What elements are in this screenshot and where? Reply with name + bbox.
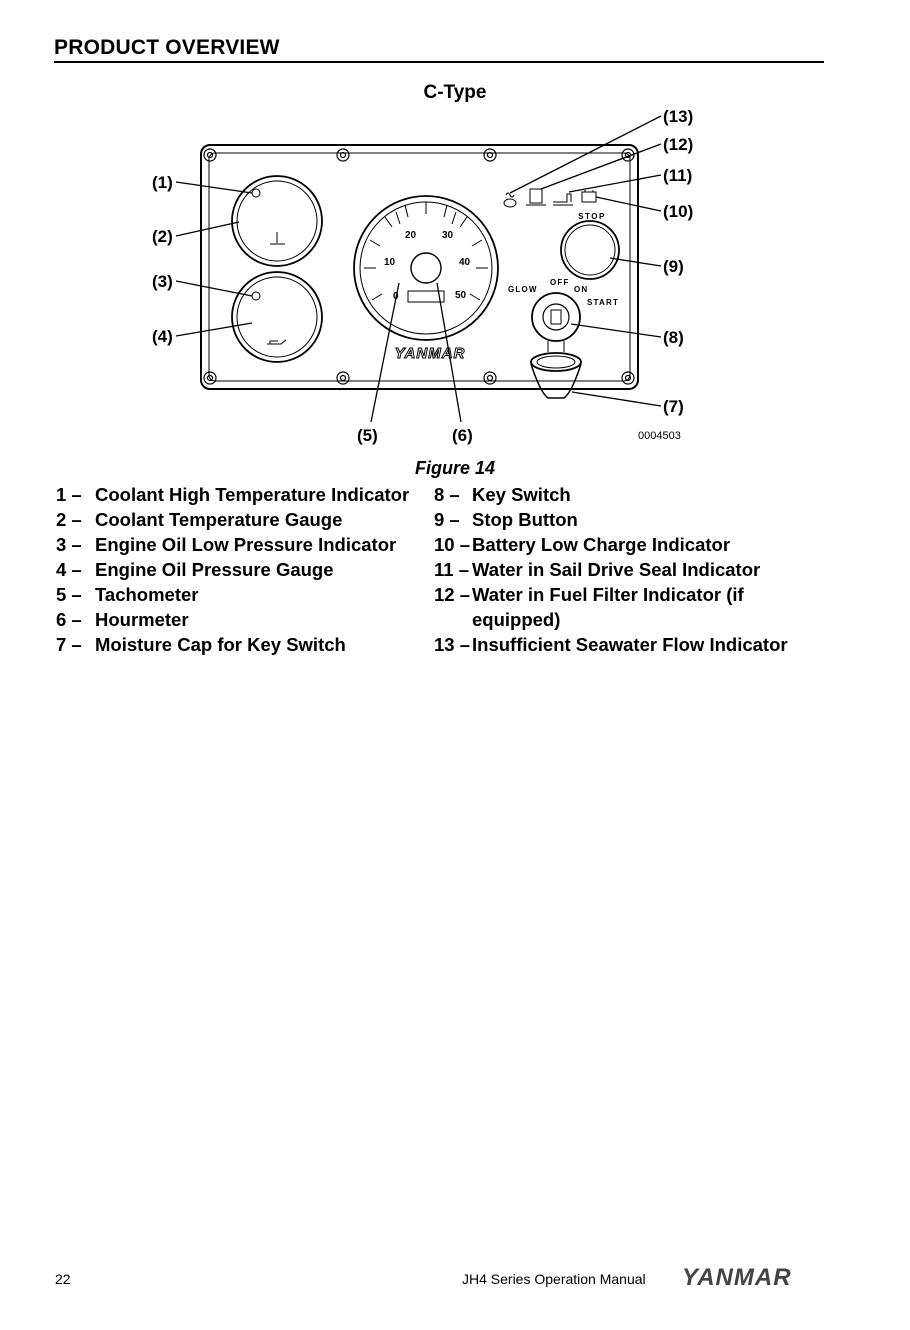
key-switch-labels: OFF ON GLOW START [508,278,619,307]
stop-button [560,220,620,280]
warning-indicator-lamps [503,188,597,208]
callout-labels: (1) (2) (3) (4) (5) (6) (7) (8) (9) (10)… [152,107,693,445]
legend-item: 5 – Tachometer [56,582,409,607]
legend-item: 7 – Moisture Cap for Key Switch [56,632,409,657]
tach-label-20: 20 [405,230,417,241]
battery-lamp-icon [581,190,597,203]
tach-label-50: 50 [455,290,467,301]
oil-can-icon [267,339,287,345]
callout-12: (12) [663,135,693,154]
tachometer [353,195,499,341]
hourmeter [407,290,445,303]
callout-7: (7) [663,397,684,416]
tach-label-10: 10 [384,257,396,268]
callout-13: (13) [663,107,693,126]
callout-3: (3) [152,272,173,291]
legend-item: 6 – Hourmeter [56,607,409,632]
callout-8: (8) [663,328,684,347]
page-number: 22 [55,1271,71,1287]
figure-caption: Figure 14 [414,458,496,478]
legend-number: 4 – [56,559,82,580]
seawater-flow-lamp-icon [503,192,517,208]
legend-text: Engine Oil Low Pressure Indicator [95,534,397,555]
yanmar-logo-text: YANMAR [682,1264,792,1290]
legend-item: 4 – Engine Oil Pressure Gauge [56,557,409,582]
sail-drive-seal-lamp-icon [553,193,573,206]
legend-item: 13 –Insufficient Seawater Flow Indicator [434,632,812,657]
legend-text: Stop Button [472,509,578,530]
moisture-cap [530,352,582,399]
panel-frame [200,144,639,390]
legend-number: 2 – [56,509,82,530]
callout-10: (10) [663,202,693,221]
legend-item: 10 –Battery Low Charge Indicator [434,532,812,557]
fuel-filter-lamp-icon [526,188,546,206]
callout-4: (4) [152,327,173,346]
coolant-temperature-gauge [231,175,323,267]
legend-right-column: 8 – Key Switch 9 – Stop Button 10 –Battery… [434,482,812,657]
legend-number: 8 – [434,484,460,505]
callout-11: (11) [663,166,692,185]
section-title: PRODUCT OVERVIEW [54,36,824,63]
legend-left-column: 1 – Coolant High Temperature Indicator 2 … [56,482,409,657]
tach-label-30: 30 [442,230,454,241]
figure-subtitle: C-Type [423,82,487,103]
legend-text: Moisture Cap for Key Switch [95,634,346,655]
key-on-label: ON [574,285,588,294]
legend-text: Hourmeter [95,609,189,630]
legend-number: 6 – [56,609,82,630]
legend-number: 5 – [56,584,82,605]
legend-number: 10 – [434,534,471,555]
legend-number: 9 – [434,509,460,530]
legend-number: 3 – [56,534,82,555]
legend-item: 11 –Water in Sail Drive Seal Indicator [434,557,812,582]
oil-pressure-gauge [231,271,323,363]
legend-text: Water in Sail Drive Seal Indicator [472,559,761,580]
legend-item: 1 – Coolant High Temperature Indicator [56,482,409,507]
legend-number: 12 – [434,584,471,605]
legend-item: 9 – Stop Button [434,507,812,532]
instrument-panel-figure: 0 10 20 30 40 50 YANMAR STOP OFF ON GLOW… [152,107,693,445]
legend-item: 12 –Water in Fuel Filter Indicator (if e… [434,582,812,632]
key-start-label: START [587,298,619,307]
legend-item: 3 – Engine Oil Low Pressure Indicator [56,532,409,557]
legend-text: Coolant Temperature Gauge [95,509,343,530]
key-switch [531,292,581,352]
tach-label-40: 40 [459,257,471,268]
legend-text: Battery Low Charge Indicator [472,534,731,555]
legend-text: Key Switch [472,484,571,505]
legend-number: 11 – [434,559,469,580]
legend-text: Water in Fuel Filter Indicator (if equip… [472,584,744,630]
drawing-number: 0004503 [638,430,681,442]
panel-screws [203,148,635,385]
legend-text: Tachometer [95,584,199,605]
panel-brand-logo: YANMAR [395,345,466,362]
legend-text: Engine Oil Pressure Gauge [95,559,334,580]
legend-number: 13 – [434,634,471,655]
legend-item: 8 – Key Switch [434,482,812,507]
key-glow-label: GLOW [508,285,538,294]
callout-9: (9) [663,257,684,276]
legend-item: 2 – Coolant Temperature Gauge [56,507,409,532]
callout-2: (2) [152,227,173,246]
callout-5: (5) [357,426,378,445]
leader-lines [175,115,662,423]
legend-text: Coolant High Temperature Indicator [95,484,410,505]
manual-title: JH4 Series Operation Manual [462,1271,646,1287]
thermometer-icon [270,232,285,245]
legend-text: Insufficient Seawater Flow Indicator [472,634,788,655]
stop-label: STOP [578,212,606,221]
legend-number: 7 – [56,634,82,655]
callout-6: (6) [452,426,473,445]
key-off-label: OFF [550,278,570,287]
callout-1: (1) [152,173,173,192]
yanmar-logo: YANMAR [682,1264,792,1290]
legend-number: 1 – [56,484,82,505]
